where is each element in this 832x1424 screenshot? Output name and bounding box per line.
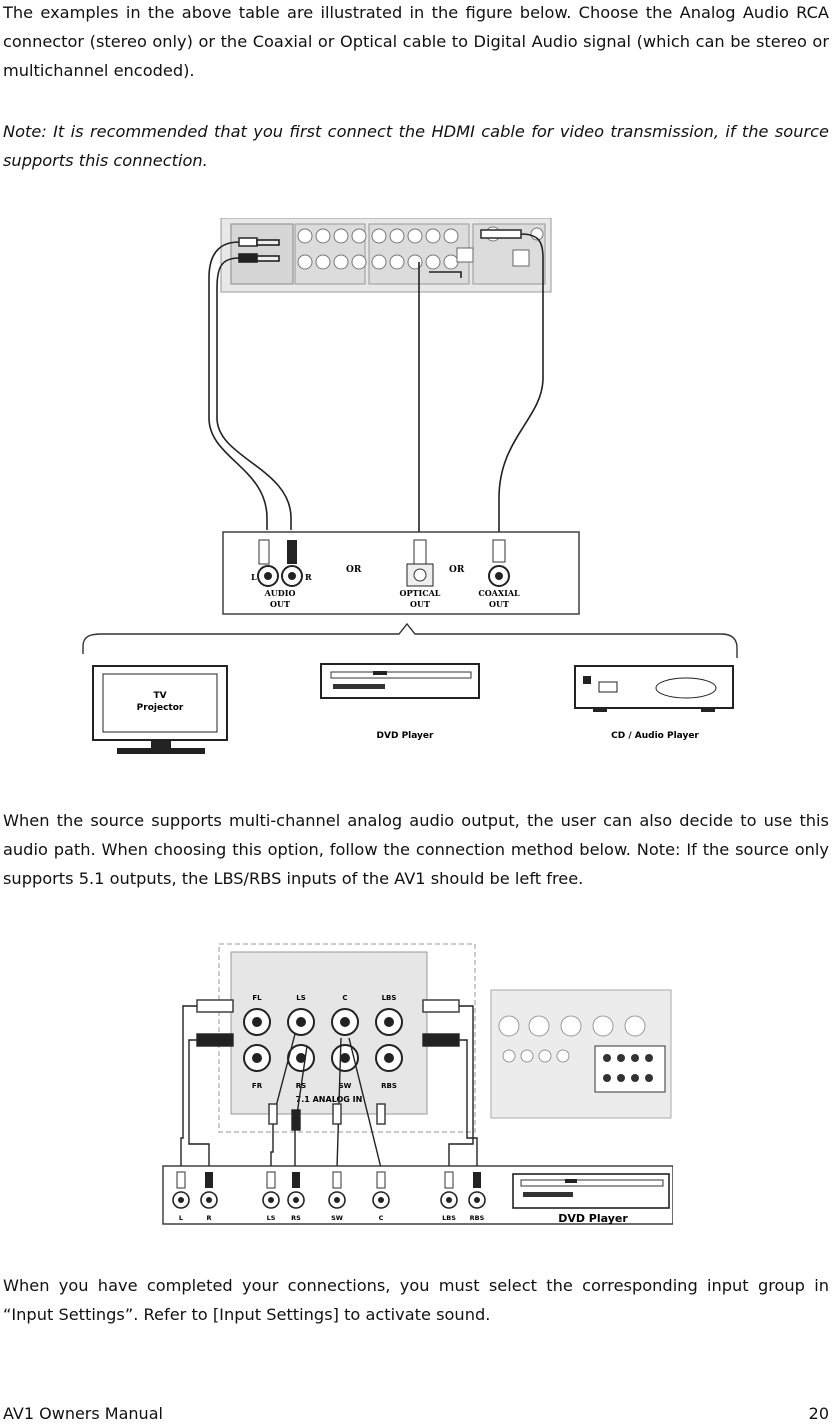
label-optical-out-2: OUT bbox=[410, 599, 430, 609]
label-audio-out-1: AUDIO bbox=[264, 588, 296, 598]
figure-multichannel-connections: FL LS C LBS FR RS SW RBS 7.1 ANALOG IN bbox=[161, 938, 673, 1228]
jack-label-rbs: RBS bbox=[381, 1082, 397, 1090]
tv-projector-device: TV Projector bbox=[92, 665, 228, 754]
label-tv: TV bbox=[153, 691, 166, 701]
source-label-l: L bbox=[179, 1214, 183, 1222]
jack-label-lbs: LBS bbox=[382, 994, 397, 1002]
source-label-ls: LS bbox=[267, 1214, 276, 1222]
jack-label-sw: SW bbox=[339, 1082, 352, 1090]
jack-label-c: C bbox=[342, 994, 347, 1002]
jack-label-ls: LS bbox=[296, 994, 306, 1002]
jack-label-fl: FL bbox=[252, 994, 262, 1002]
multichannel-cables bbox=[180, 999, 478, 1169]
label-coaxial-out-1: COAXIAL bbox=[478, 588, 520, 598]
label-audio-out-2: OUT bbox=[270, 599, 290, 609]
rear-panel bbox=[220, 218, 552, 293]
source-label-rbs: RBS bbox=[470, 1214, 485, 1222]
source-label-c: C bbox=[379, 1214, 384, 1222]
source-output-panel: L R OR OR AUDIO OUT OPTICAL OUT COAXIAL … bbox=[222, 531, 580, 615]
label-dvd-player-2: DVD Player bbox=[558, 1212, 628, 1225]
label-left: L bbox=[251, 572, 257, 582]
label-coaxial-out-2: OUT bbox=[489, 599, 509, 609]
cd-player-device: CD / Audio Player bbox=[574, 665, 734, 741]
dvd-player-device-2: DVD Player bbox=[512, 1173, 670, 1225]
intro-paragraph: The examples in the above table are illu… bbox=[3, 3, 829, 80]
closing-paragraph: When you have completed your connections… bbox=[3, 1276, 829, 1324]
label-dvd-player: DVD Player bbox=[377, 731, 434, 741]
label-right: R bbox=[305, 572, 312, 582]
panel-title: 7.1 ANALOG IN bbox=[296, 1095, 363, 1104]
label-projector: Projector bbox=[137, 703, 184, 713]
label-optical-out-1: OPTICAL bbox=[400, 588, 441, 598]
jack-label-fr: FR bbox=[252, 1082, 263, 1090]
note-paragraph: Note: It is recommended that you first c… bbox=[3, 122, 829, 170]
footer-title: AV1 Owners Manual bbox=[3, 1404, 163, 1423]
source-label-lbs: LBS bbox=[442, 1214, 456, 1222]
source-jacks bbox=[172, 1171, 486, 1209]
device-bracket bbox=[82, 622, 738, 658]
label-or-1: OR bbox=[346, 565, 362, 575]
label-or-2: OR bbox=[449, 565, 465, 575]
figure-source-connections: L R OR OR AUDIO OUT OPTICAL OUT COAXIAL … bbox=[81, 218, 753, 762]
multichannel-paragraph: When the source supports multi-channel a… bbox=[3, 811, 829, 888]
source-label-r: R bbox=[206, 1214, 211, 1222]
page-number: 20 bbox=[808, 1404, 829, 1423]
label-cd-player: CD / Audio Player bbox=[611, 731, 699, 741]
source-label-rs: RS bbox=[291, 1214, 301, 1222]
dvd-player-device: DVD Player bbox=[320, 663, 480, 741]
source-label-sw: SW bbox=[331, 1214, 343, 1222]
